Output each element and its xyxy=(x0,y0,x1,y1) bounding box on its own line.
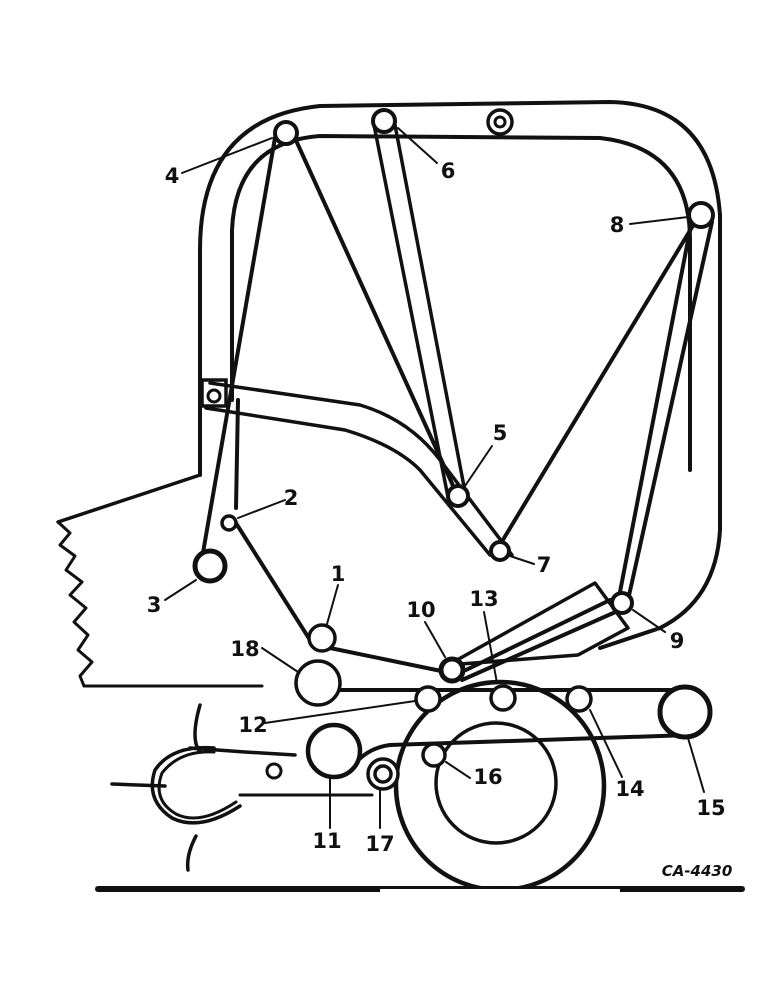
roller-8 xyxy=(687,201,715,229)
pickup-housing-inner xyxy=(157,750,238,820)
tire-ground-mask xyxy=(380,889,620,899)
roller-5 xyxy=(446,484,470,508)
label-17: 17 xyxy=(365,832,394,856)
pickup-small-pin xyxy=(265,762,283,780)
arm-pivot-block xyxy=(200,378,228,408)
roller-10 xyxy=(438,656,466,684)
arm-pivot-pin xyxy=(206,388,222,404)
chamber-frame-inner xyxy=(230,134,692,472)
roller-9 xyxy=(610,591,634,615)
top-small-pin-inner xyxy=(493,115,507,129)
pickup-housing xyxy=(150,745,242,825)
front-wall xyxy=(56,473,202,524)
label-8: 8 xyxy=(610,213,625,237)
tailgate-arm-lower xyxy=(204,406,492,557)
roller-16 xyxy=(421,742,447,768)
roller-6 xyxy=(371,108,397,134)
label-10: 10 xyxy=(406,598,435,622)
leader-lines xyxy=(164,127,705,829)
tailgate-arm-upper xyxy=(208,381,514,557)
label-5: 5 xyxy=(493,421,508,445)
roller-14 xyxy=(565,685,593,713)
break-line xyxy=(56,520,94,688)
roller-13 xyxy=(489,684,517,712)
roller-7 xyxy=(489,540,511,562)
label-9: 9 xyxy=(670,629,685,653)
tire-inner xyxy=(434,721,558,845)
label-16: 16 xyxy=(473,765,502,789)
label-15: 15 xyxy=(696,796,725,820)
rollers xyxy=(192,108,715,791)
label-18: 18 xyxy=(230,637,259,661)
guide-plate xyxy=(446,581,630,667)
roller-12 xyxy=(414,685,442,713)
pickup-tines xyxy=(110,703,297,872)
top-small-pin xyxy=(486,108,514,136)
belt-path xyxy=(198,130,714,682)
label-11: 11 xyxy=(312,829,341,853)
roller-17-hub xyxy=(373,764,393,784)
label-2: 2 xyxy=(284,486,299,510)
swing-arm-6-5 xyxy=(372,123,468,499)
label-14: 14 xyxy=(615,777,644,801)
roller-3 xyxy=(192,548,228,584)
roller-11 xyxy=(305,722,363,780)
drawing-code: CA-4430 xyxy=(662,862,733,880)
label-13: 13 xyxy=(469,587,498,611)
label-1: 1 xyxy=(331,562,346,586)
roller-15 xyxy=(657,684,713,740)
label-4: 4 xyxy=(165,164,180,188)
roller-18 xyxy=(294,659,342,707)
label-6: 6 xyxy=(441,159,456,183)
chamber-frame-outer xyxy=(198,100,722,650)
label-12: 12 xyxy=(238,713,267,737)
label-3: 3 xyxy=(147,593,162,617)
roller-1 xyxy=(307,623,337,653)
callout-labels: 1 2 3 4 5 6 7 8 9 10 11 12 13 14 15 16 1… xyxy=(147,159,726,856)
label-7: 7 xyxy=(537,553,552,577)
roller-4 xyxy=(273,120,299,146)
roller-2 xyxy=(220,514,238,532)
